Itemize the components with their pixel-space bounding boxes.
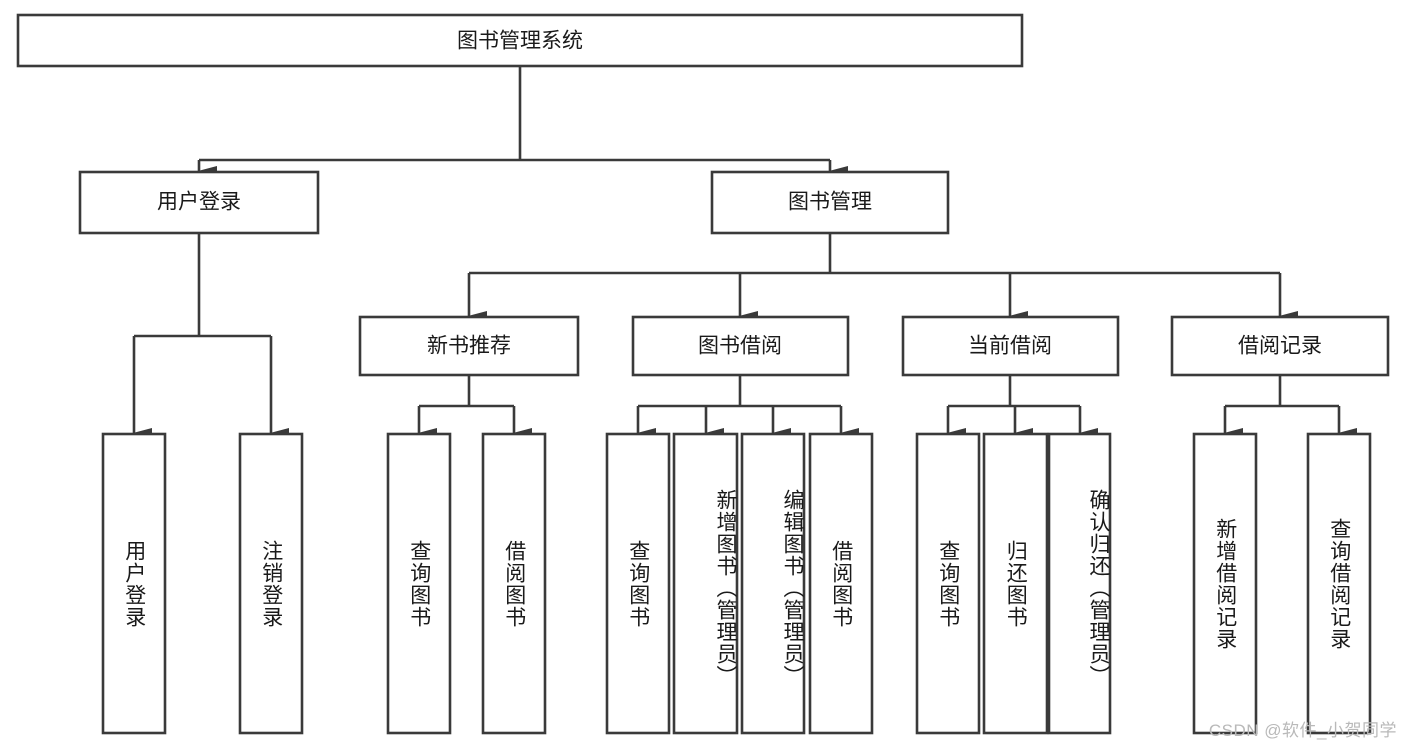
leaf-box-confirm-return[interactable] [1047,432,1112,735]
leaf-box-add-book-admin[interactable] [672,432,739,735]
node-book-management[interactable]: 图书管理 [710,170,950,235]
leaf-box-add-record[interactable] [1192,432,1258,735]
node-current-borrow-label: 当前借阅 [968,335,1052,358]
node-root-label: 图书管理系统 [457,30,583,53]
node-book-management-label: 图书管理 [788,191,872,214]
node-user-login-box[interactable] [78,170,320,235]
node-new-book-recommend-label: 新书推荐 [427,335,511,358]
node-borrow-record-label: 借阅记录 [1238,335,1322,358]
leaf-box-query-book-2[interactable] [605,432,671,735]
node-current-borrow-box[interactable] [901,315,1120,377]
node-new-book-recommend[interactable]: 新书推荐 [358,315,580,377]
node-user-login[interactable]: 用户登录 [78,170,320,235]
node-book-management-box[interactable] [710,170,950,235]
leaf-box-logout[interactable] [238,432,304,735]
node-root-box[interactable] [16,13,1024,68]
node-new-book-recommend-box[interactable] [358,315,580,377]
leaf-box-query-book-3[interactable] [915,432,981,735]
leaf-box-return-book[interactable] [982,432,1049,735]
leaf-box-borrow-book-2[interactable] [808,432,874,735]
leaf-box-query-book-1[interactable] [386,432,452,735]
node-root[interactable]: 图书管理系统 [16,13,1024,68]
node-book-borrow[interactable]: 图书借阅 [631,315,850,377]
node-borrow-record-box[interactable] [1170,315,1390,377]
leaf-box-query-record[interactable] [1306,432,1372,735]
watermark-text: CSDN @软件_小贺同学 [1208,721,1397,740]
connector-layer [132,66,1357,438]
node-book-borrow-box[interactable] [631,315,850,377]
node-borrow-record[interactable]: 借阅记录 [1170,315,1390,377]
node-user-login-label: 用户登录 [157,191,241,214]
node-current-borrow[interactable]: 当前借阅 [901,315,1120,377]
leaf-box-layer [101,432,1372,735]
leaf-box-user-login[interactable] [101,432,167,735]
leaf-box-borrow-book-1[interactable] [481,432,547,735]
node-book-borrow-label: 图书借阅 [698,335,782,358]
leaf-box-edit-book-admin[interactable] [740,432,806,735]
